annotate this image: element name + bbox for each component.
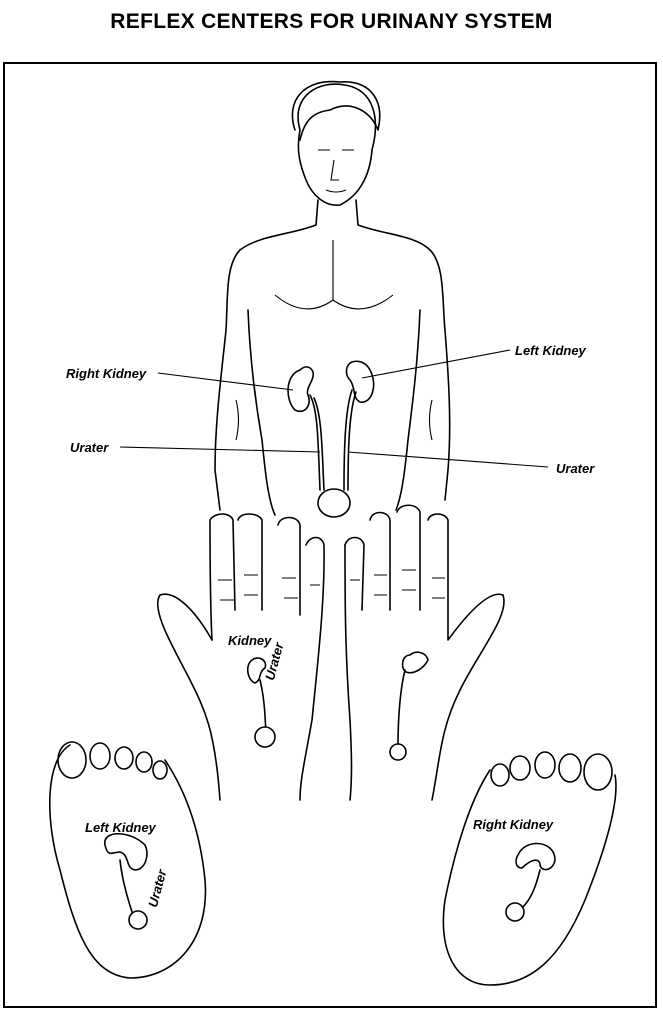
label-hand-kidney: Kidney — [228, 633, 272, 648]
diagram-title: REFLEX CENTERS FOR URINANY SYSTEM — [110, 10, 553, 33]
label-right-kidney: Right Kidney — [66, 366, 147, 381]
diagram-frame — [3, 62, 657, 1008]
right-hand — [344, 504, 505, 801]
right-foot — [442, 751, 617, 986]
human-figure — [214, 80, 451, 516]
leader-lines — [119, 349, 549, 468]
body-urinary-system — [287, 360, 375, 518]
label-foot-left-kidney: Left Kidney — [85, 820, 156, 835]
label-foot-right-kidney: Right Kidney — [473, 817, 554, 832]
left-foot — [48, 741, 207, 979]
label-urater-left: Urater — [70, 440, 109, 455]
left-hand — [157, 513, 325, 801]
label-urater-right: Urater — [556, 461, 595, 476]
label-left-kidney: Left Kidney — [515, 343, 586, 358]
